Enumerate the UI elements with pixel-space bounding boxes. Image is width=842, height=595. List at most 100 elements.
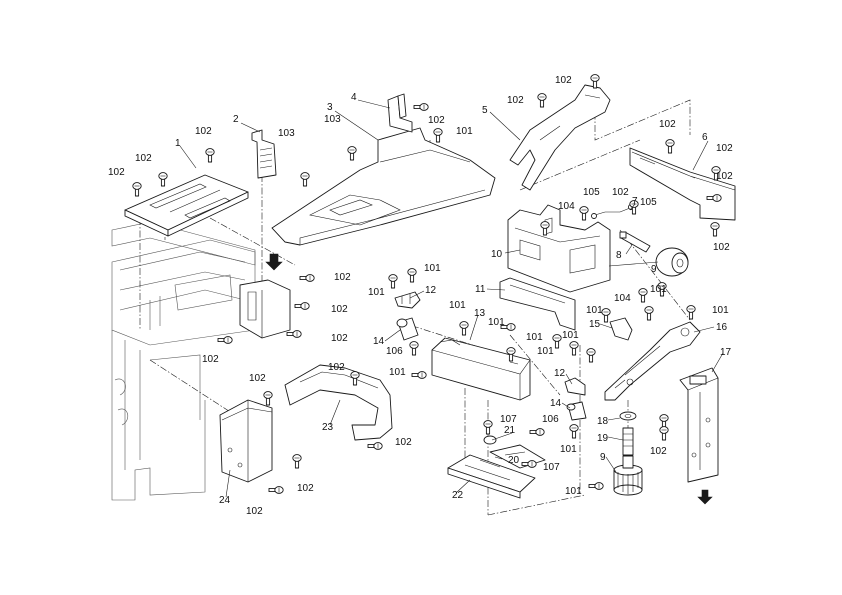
part-3-tray bbox=[271, 127, 496, 246]
screw-icon bbox=[588, 482, 604, 490]
callout-106: 106 bbox=[386, 346, 403, 357]
part-15-latch bbox=[609, 317, 633, 341]
screw-icon bbox=[409, 341, 419, 356]
part-9-gear-upper bbox=[655, 247, 689, 277]
screw-icon bbox=[644, 306, 654, 321]
screw-icon bbox=[569, 341, 579, 356]
callout-102: 102 bbox=[555, 75, 572, 86]
callout-101: 101 bbox=[565, 486, 582, 497]
callout-105: 105 bbox=[583, 187, 600, 198]
callout-102: 102 bbox=[612, 187, 629, 198]
screw-icon bbox=[686, 305, 696, 320]
part-10-frame bbox=[507, 204, 611, 293]
callout-12: 12 bbox=[425, 285, 437, 296]
callout-101: 101 bbox=[526, 332, 543, 343]
screw-icon bbox=[590, 74, 600, 89]
part-7-wire bbox=[591, 204, 634, 219]
callout-9-lower: 9 bbox=[600, 452, 606, 463]
callout-101: 101 bbox=[537, 346, 554, 357]
callout-4: 4 bbox=[351, 92, 357, 103]
callout-102: 102 bbox=[716, 171, 733, 182]
callout-101: 101 bbox=[562, 330, 579, 341]
callout-102: 102 bbox=[328, 362, 345, 373]
callout-23: 23 bbox=[322, 422, 334, 433]
part-19-shaft bbox=[622, 427, 634, 456]
screw-icon bbox=[158, 172, 168, 187]
screw-icon bbox=[299, 274, 315, 282]
callout-22: 22 bbox=[452, 490, 464, 501]
screw-icon bbox=[569, 424, 579, 439]
part-16-lever bbox=[604, 321, 701, 401]
callout-101: 101 bbox=[488, 317, 505, 328]
screw-icon bbox=[500, 323, 516, 331]
callout-101: 101 bbox=[560, 444, 577, 455]
screw-icon bbox=[659, 426, 669, 441]
part-5-fork-guide bbox=[509, 84, 611, 191]
part-23-arch bbox=[284, 364, 393, 441]
callout-15: 15 bbox=[589, 319, 601, 330]
callout-102: 102 bbox=[659, 119, 676, 130]
part-13-channel bbox=[431, 337, 531, 401]
part-14-roller-right bbox=[566, 401, 587, 421]
callout-102: 102 bbox=[195, 126, 212, 137]
callout-102: 102 bbox=[395, 437, 412, 448]
callout-12-right: 12 bbox=[554, 368, 566, 379]
callout-107: 107 bbox=[500, 414, 517, 425]
callout-102: 102 bbox=[716, 143, 733, 154]
part-9-gear-lower bbox=[613, 455, 643, 496]
callout-101: 101 bbox=[449, 300, 466, 311]
leader-lines bbox=[179, 99, 724, 498]
callout-102: 102 bbox=[331, 333, 348, 344]
screw-icon bbox=[657, 282, 667, 297]
callout-101: 101 bbox=[389, 367, 406, 378]
screw-icon bbox=[506, 347, 516, 362]
screw-icons bbox=[132, 74, 722, 494]
screw-icon bbox=[294, 302, 310, 310]
screw-icon bbox=[521, 460, 537, 468]
callout-1: 1 bbox=[175, 138, 181, 149]
screw-icon bbox=[286, 330, 302, 338]
callout-8: 8 bbox=[616, 250, 622, 261]
screw-icon bbox=[579, 206, 589, 221]
part-4-bracket bbox=[387, 93, 413, 133]
screw-icon bbox=[710, 222, 720, 237]
screw-icon bbox=[205, 148, 215, 163]
screw-icon bbox=[459, 321, 469, 336]
callout-101: 101 bbox=[456, 126, 473, 137]
part-18-washer bbox=[619, 411, 637, 421]
callout-10: 10 bbox=[491, 249, 503, 260]
callout-7: 7 bbox=[632, 196, 638, 207]
callout-17: 17 bbox=[720, 347, 732, 358]
callout-102: 102 bbox=[428, 115, 445, 126]
callout-13: 13 bbox=[474, 308, 486, 319]
callout-103: 103 bbox=[324, 114, 341, 125]
part-17-rail bbox=[679, 367, 719, 483]
callout-101: 101 bbox=[368, 287, 385, 298]
screw-icon bbox=[263, 391, 273, 406]
screw-icon bbox=[407, 268, 417, 283]
screw-icon bbox=[586, 348, 596, 363]
callout-102: 102 bbox=[202, 354, 219, 365]
screw-icon bbox=[132, 182, 142, 197]
screw-icon bbox=[347, 146, 357, 161]
part-8-shaft bbox=[619, 231, 651, 253]
callout-14-right: 14 bbox=[550, 398, 562, 409]
screw-icon bbox=[300, 172, 310, 187]
callout-3: 3 bbox=[327, 102, 333, 113]
callout-19: 19 bbox=[597, 433, 609, 444]
mount-block bbox=[239, 253, 291, 339]
screw-icon bbox=[529, 428, 545, 436]
callout-5: 5 bbox=[482, 105, 488, 116]
callout-101: 101 bbox=[712, 305, 729, 316]
callout-102: 102 bbox=[650, 446, 667, 457]
callout-103: 103 bbox=[278, 128, 295, 139]
callout-labels: 1 2 3 4 5 6 7 8 9 9 10 11 12 12 13 14 14… bbox=[108, 75, 733, 517]
screw-icon bbox=[483, 420, 493, 435]
callout-24: 24 bbox=[219, 495, 231, 506]
callout-102: 102 bbox=[334, 272, 351, 283]
callout-11: 11 bbox=[475, 284, 486, 295]
callout-102: 102 bbox=[249, 373, 266, 384]
part-12-bracket-left bbox=[394, 291, 421, 309]
callout-21: 21 bbox=[504, 425, 516, 436]
